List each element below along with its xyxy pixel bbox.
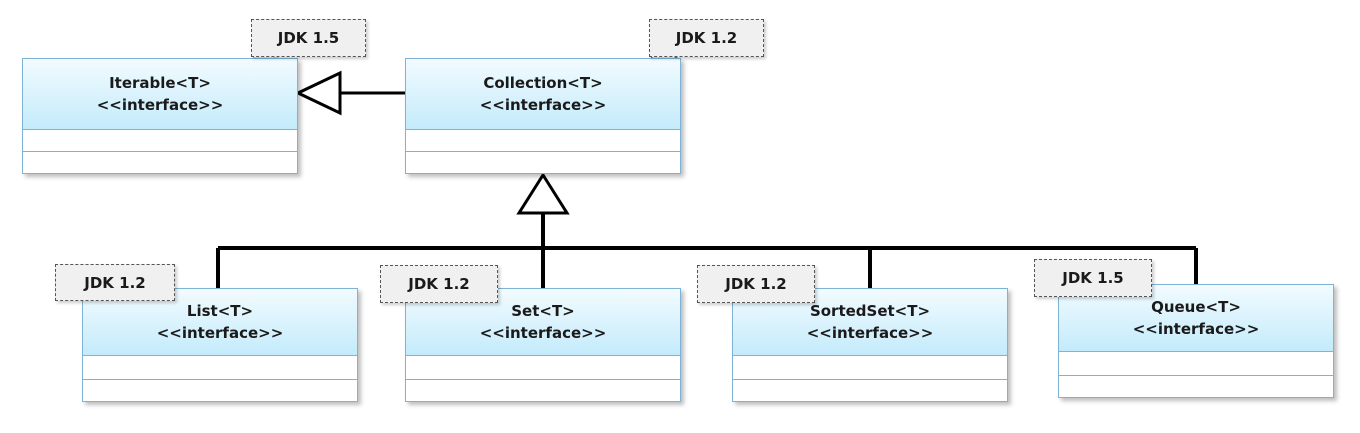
class-operations (1059, 376, 1333, 399)
note-jdk-iterable: JDK 1.5 (251, 19, 366, 57)
class-operations (406, 380, 680, 403)
class-header: Iterable<T> <<interface>> (23, 59, 297, 130)
note-jdk-sortedset: JDK 1.2 (697, 265, 815, 303)
class-list[interactable]: List<T> <<interface>> (82, 288, 358, 402)
class-attributes (406, 130, 680, 152)
class-name: Set<T> (511, 302, 575, 320)
class-stereotype: <<interface>> (479, 324, 607, 342)
class-stereotype: <<interface>> (806, 324, 934, 342)
class-stereotype: <<interface>> (156, 324, 284, 342)
class-attributes (1059, 352, 1333, 376)
class-iterable[interactable]: Iterable<T> <<interface>> (22, 58, 298, 174)
note-jdk-queue: JDK 1.5 (1034, 259, 1152, 297)
note-jdk-collection: JDK 1.2 (649, 19, 764, 57)
class-header: Collection<T> <<interface>> (406, 59, 680, 130)
class-attributes (83, 356, 357, 380)
class-header: Queue<T> <<interface>> (1059, 285, 1333, 352)
class-name: List<T> (186, 302, 254, 320)
class-stereotype: <<interface>> (96, 96, 224, 114)
class-operations (83, 380, 357, 403)
class-name: Queue<T> (1151, 298, 1241, 316)
class-operations (23, 152, 297, 175)
class-set[interactable]: Set<T> <<interface>> (405, 288, 681, 402)
class-name: SortedSet<T> (809, 302, 931, 320)
class-attributes (406, 356, 680, 380)
class-attributes (23, 130, 297, 152)
arrowhead-collection (516, 172, 570, 215)
class-attributes (733, 356, 1007, 380)
class-operations (733, 380, 1007, 403)
arrowhead-iterable (294, 70, 342, 116)
class-sortedset[interactable]: SortedSet<T> <<interface>> (732, 288, 1008, 402)
class-name: Iterable<T> (109, 74, 211, 92)
class-stereotype: <<interface>> (1132, 320, 1260, 338)
class-name: Collection<T> (483, 74, 603, 92)
class-queue[interactable]: Queue<T> <<interface>> (1058, 284, 1334, 398)
class-stereotype: <<interface>> (479, 96, 607, 114)
note-jdk-list: JDK 1.2 (55, 264, 175, 301)
class-operations (406, 152, 680, 175)
note-jdk-set: JDK 1.2 (380, 265, 498, 303)
class-collection[interactable]: Collection<T> <<interface>> (405, 58, 681, 174)
